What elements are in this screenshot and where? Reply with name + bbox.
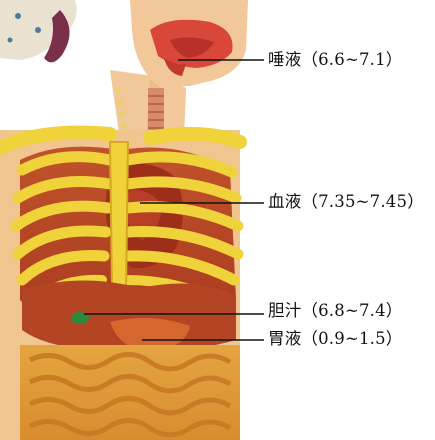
left-head-fragment	[0, 0, 77, 62]
label-saliva: 唾液（6.6~7.1）	[268, 50, 403, 70]
head	[130, 0, 248, 86]
abdominal-upper	[22, 280, 236, 352]
intestines	[20, 345, 240, 440]
label-blood: 血液（7.35~7.45）	[268, 192, 424, 212]
sternum	[110, 142, 128, 290]
label-gastric: 胃液（0.9~1.5）	[268, 329, 403, 349]
label-bile: 胆汁（6.8~7.4）	[268, 301, 403, 321]
